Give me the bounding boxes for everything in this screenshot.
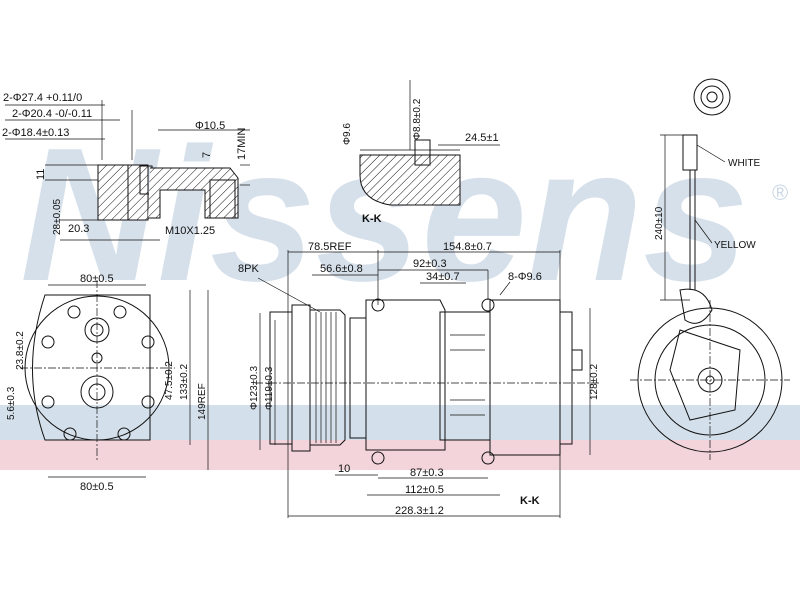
dim-label: 28±0.05 <box>52 198 63 235</box>
dim-label: 23.8±0.2 <box>15 331 26 370</box>
dim-label: 34±0.7 <box>426 271 460 283</box>
dim-label: 87±0.3 <box>410 467 444 479</box>
side-view: 78.5REF 154.8±0.7 8PK 56.6±0.8 92±0.3 34… <box>238 241 600 518</box>
dim-label: 17MIN <box>236 128 248 160</box>
dim-label: Φ8.8±0.2 <box>412 98 423 140</box>
dim-label: 7 <box>201 152 213 158</box>
dim-label: 5.6±0.3 <box>6 386 17 420</box>
dim-label: 8PK <box>238 263 259 275</box>
front-view: 80±0.5 23.8±0.2 47.5±0.2 133±0.2 149REF … <box>6 273 209 493</box>
dim-label: 10 <box>338 463 350 475</box>
dim-label: 8-Φ9.6 <box>508 271 542 283</box>
dim-label: 92±0.3 <box>413 258 447 270</box>
registered-mark: ® <box>772 180 788 205</box>
dim-label: 2-Φ27.4 +0.11/0 <box>3 92 82 104</box>
dim-label: 133±0.2 <box>179 363 190 400</box>
section-label: K-K <box>520 495 540 507</box>
section-label: K-K <box>362 213 382 225</box>
wire-label-yellow: YELLOW <box>714 240 756 251</box>
dim-label: 80±0.5 <box>80 273 114 285</box>
dim-label: Φ9.6 <box>342 123 353 145</box>
dim-label: 20.3 <box>68 223 89 235</box>
dim-label: 149REF <box>197 383 208 420</box>
dim-label: 47.5±0.2 <box>164 361 175 400</box>
dim-label: 154.8±0.7 <box>443 241 492 253</box>
dim-label: 78.5REF <box>308 241 352 253</box>
dim-label: M10X1.25 <box>165 225 215 237</box>
dim-label: 2-Φ20.4 -0/-0.11 <box>12 108 92 120</box>
dim-label: 128±0.2 <box>589 363 600 400</box>
kk-section-view: Φ9.6 Φ8.8±0.2 24.5±1 K-K <box>342 80 500 225</box>
wire-label-white: WHITE <box>728 158 761 169</box>
rear-view: WHITE YELLOW 240±10 <box>630 78 790 460</box>
dim-label: 56.6±0.8 <box>320 263 363 275</box>
dim-label: 240±10 <box>654 206 665 240</box>
fitting-section-view: 2-Φ27.4 +0.11/0 2-Φ20.4 -0/-0.11 2-Φ18.4… <box>2 92 250 241</box>
dim-label: Φ119±0.3 <box>264 366 275 410</box>
dim-label: 112±0.5 <box>405 484 444 496</box>
dim-label: 228.3±1.2 <box>395 505 444 517</box>
dim-label: 80±0.5 <box>80 481 114 493</box>
dim-label: Φ123±0.3 <box>249 366 260 410</box>
dim-label: Φ10.5 <box>195 120 225 132</box>
dim-label: 2-Φ18.4±0.13 <box>2 127 69 139</box>
blue-band <box>0 405 800 440</box>
dim-label: 24.5±1 <box>465 132 499 144</box>
dim-label: 11 <box>35 169 47 180</box>
pink-band <box>0 440 800 470</box>
